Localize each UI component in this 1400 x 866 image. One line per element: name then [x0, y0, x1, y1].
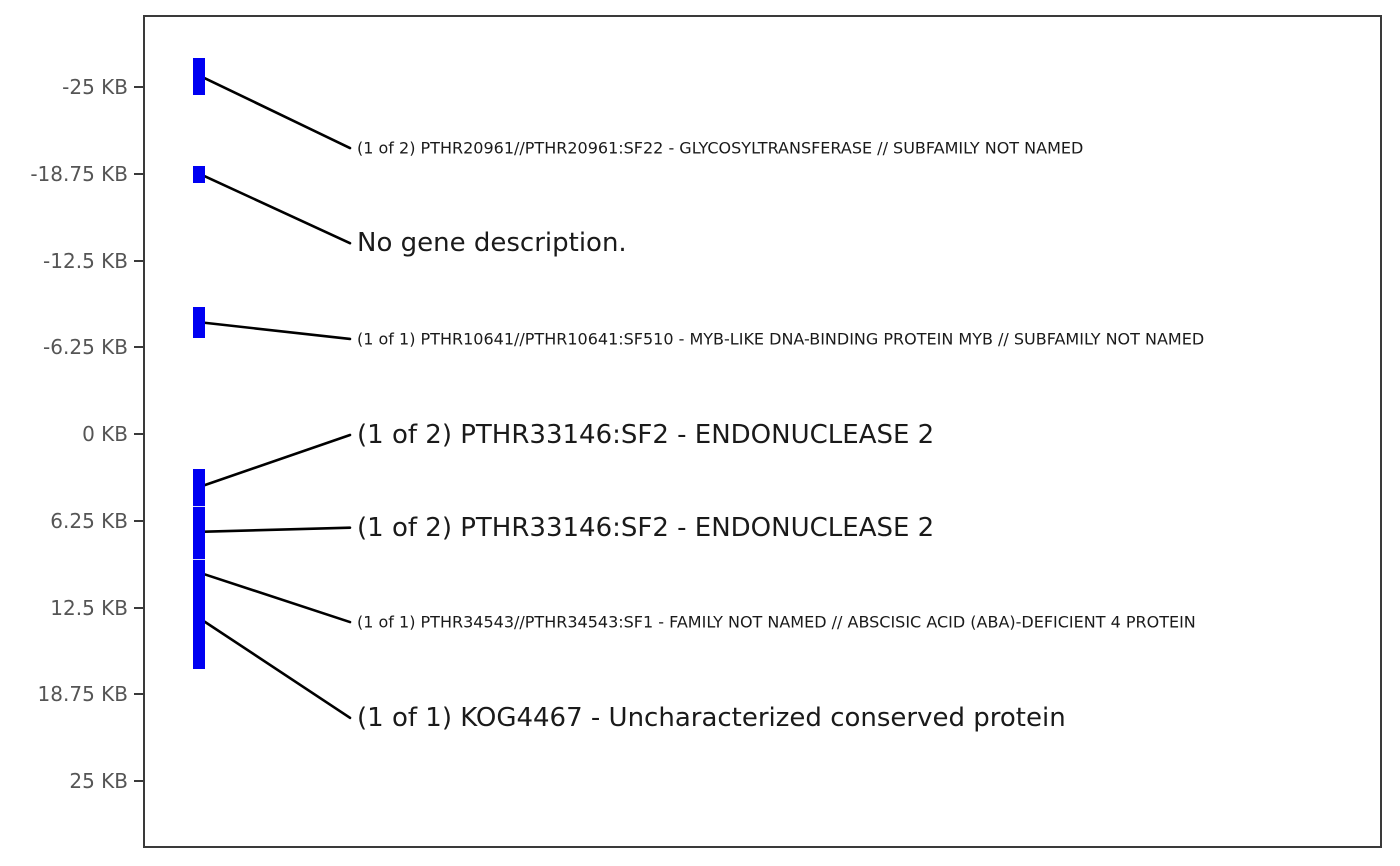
- feature-label: (1 of 1) KOG4467 - Uncharacterized conse…: [357, 702, 1066, 733]
- gene-feature-bar: [193, 306, 205, 339]
- gene-feature-bar: [193, 558, 205, 614]
- y-axis-tick-mark: [134, 86, 143, 88]
- feature-label: (1 of 2) PTHR33146:SF2 - ENDONUCLEASE 2: [357, 419, 935, 450]
- gene-feature-bar: [193, 57, 205, 96]
- y-axis-tick-label: 12.5 KB: [50, 595, 128, 620]
- feature-label: (1 of 2) PTHR33146:SF2 - ENDONUCLEASE 2: [357, 512, 935, 543]
- feature-label: (1 of 1) PTHR34543//PTHR34543:SF1 - FAMI…: [357, 612, 1196, 632]
- y-axis-tick-mark: [134, 780, 143, 782]
- y-axis-tick-label: -18.75 KB: [30, 161, 128, 186]
- feature-label: (1 of 2) PTHR20961//PTHR20961:SF22 - GLY…: [357, 138, 1084, 158]
- gene-feature-bar: [193, 468, 205, 507]
- y-axis-tick-label: 18.75 KB: [37, 682, 128, 707]
- y-axis-tick-label: 6.25 KB: [50, 508, 128, 533]
- y-axis-tick-mark: [134, 693, 143, 696]
- y-axis-tick-mark: [134, 346, 143, 349]
- y-axis-tick-label: -25 KB: [62, 75, 128, 99]
- gene-feature-bar: [193, 166, 205, 183]
- y-axis-tick-mark: [134, 606, 143, 609]
- y-axis-tick-label: 25 KB: [69, 769, 128, 793]
- y-axis-tick-label: -6.25 KB: [43, 335, 128, 360]
- gene-feature-bar: [193, 613, 205, 669]
- y-axis-tick-mark: [134, 172, 143, 175]
- feature-label: (1 of 1) PTHR10641//PTHR10641:SF510 - MY…: [357, 329, 1205, 349]
- y-axis-tick-mark: [134, 259, 143, 262]
- y-axis-tick-mark: [134, 433, 143, 435]
- feature-label: No gene description.: [357, 228, 627, 259]
- y-axis-tick-label: -12.5 KB: [43, 248, 128, 273]
- gene-feature-bar: [193, 506, 205, 559]
- y-axis-tick-mark: [134, 519, 143, 522]
- y-axis-tick-label: 0 KB: [82, 422, 128, 446]
